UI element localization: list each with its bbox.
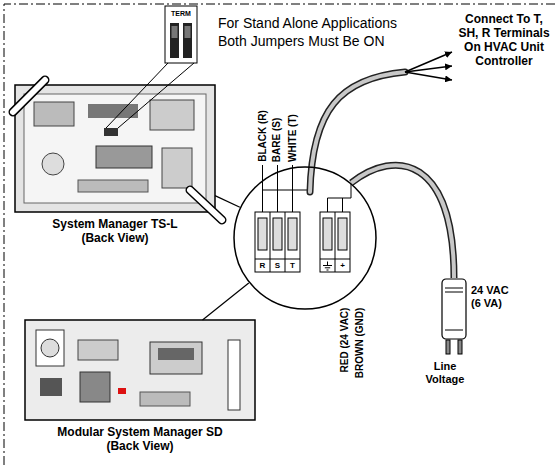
leader-line — [215, 196, 240, 208]
signal-cable — [310, 72, 405, 192]
mounting-tab — [13, 80, 45, 112]
plug-ridges — [445, 288, 463, 330]
mounting-tab — [190, 190, 222, 220]
chip — [80, 372, 110, 402]
connector-terminals — [158, 348, 194, 360]
plug-body — [442, 279, 466, 339]
terminal-screw — [258, 218, 267, 250]
terminal-screw — [288, 218, 297, 250]
power-cable — [351, 165, 454, 278]
terminal-screw — [338, 218, 347, 250]
component — [162, 148, 192, 188]
jumper-spot — [104, 128, 118, 136]
plug-body — [441, 278, 467, 340]
terminal-letter: T — [286, 260, 300, 272]
cable-arrow — [405, 66, 452, 72]
circle-outline — [233, 166, 377, 310]
plug-prong — [446, 340, 450, 354]
device-caption: System Manager TS-L (Back View) — [40, 217, 190, 245]
cable-sheath — [351, 165, 454, 278]
cable-core — [351, 165, 454, 278]
terminal-detail-circle: RST + — [233, 166, 377, 310]
circuit-board — [24, 94, 206, 203]
circle-outline — [234, 167, 376, 309]
wire-label: RED (24 VAC) — [339, 308, 351, 373]
wire-label: BROWN (GND) — [354, 308, 366, 379]
board-housing — [15, 85, 215, 212]
signal-wires — [263, 165, 311, 212]
signal-cable — [310, 72, 405, 192]
wire-label: BARE (S) — [271, 118, 283, 162]
jumper-frame — [165, 6, 197, 63]
wire-label: WHITE (T) — [286, 114, 298, 162]
leader-line — [215, 196, 240, 208]
mounting-tab — [190, 190, 222, 220]
controller-board: System Manager TS-L (Back View) — [15, 85, 215, 212]
terminal-letter: + — [336, 260, 350, 272]
jumper-detail — [106, 6, 197, 128]
component — [88, 104, 138, 118]
dashed-border — [4, 4, 556, 465]
power-wires — [328, 184, 352, 212]
terminal-screw — [273, 218, 282, 250]
jumper-label: TERM — [165, 9, 197, 18]
battery-holder — [36, 330, 64, 366]
terminal-divider — [320, 212, 350, 272]
plug-prong — [458, 340, 462, 354]
ground-symbol — [323, 262, 332, 271]
component — [34, 102, 74, 126]
mounting-tab — [13, 80, 45, 112]
jumper-cap — [172, 26, 178, 38]
chip — [40, 378, 62, 396]
component — [78, 180, 148, 192]
connector — [150, 342, 202, 374]
chip — [78, 340, 118, 360]
wire-label: BLACK (R) — [257, 110, 269, 162]
component — [150, 100, 194, 130]
terminal-blocks — [255, 212, 350, 272]
cable-arrow — [405, 52, 452, 72]
leader-line — [106, 63, 194, 128]
battery — [41, 339, 59, 357]
leader-line — [203, 283, 249, 320]
jumper-cap — [185, 26, 191, 38]
terminal-letter: R — [256, 260, 270, 272]
terminal-block — [320, 212, 350, 272]
ts-l-board — [15, 85, 215, 212]
terminal-screw — [323, 218, 332, 250]
jumper — [170, 23, 179, 58]
controller-board: Modular System Manager SD (Back View) — [25, 320, 255, 420]
board-housing — [25, 320, 255, 420]
cable-arrow — [405, 72, 452, 80]
jumper — [183, 23, 192, 58]
component — [140, 392, 190, 406]
terminal-block — [255, 212, 300, 272]
leader-line — [203, 283, 249, 320]
terminal-block — [96, 146, 152, 168]
terminal-letter: S — [271, 260, 285, 272]
pin-header — [228, 340, 240, 410]
instruction-note: For Stand Alone Applications Both Jumper… — [218, 14, 423, 50]
battery — [42, 153, 64, 175]
sd-board — [25, 320, 255, 420]
device-caption: Modular System Manager SD (Back View) — [50, 425, 230, 453]
transformer-plug: 24 VAC (6 VA) — [441, 278, 467, 340]
terminal-divider — [255, 212, 300, 272]
red-led — [118, 388, 126, 394]
power-rating: 24 VAC (6 VA) — [471, 284, 521, 310]
supply-label: Line Voltage — [414, 360, 476, 386]
connection-note: Connect To T, SH, R Terminals On HVAC Un… — [458, 12, 550, 68]
